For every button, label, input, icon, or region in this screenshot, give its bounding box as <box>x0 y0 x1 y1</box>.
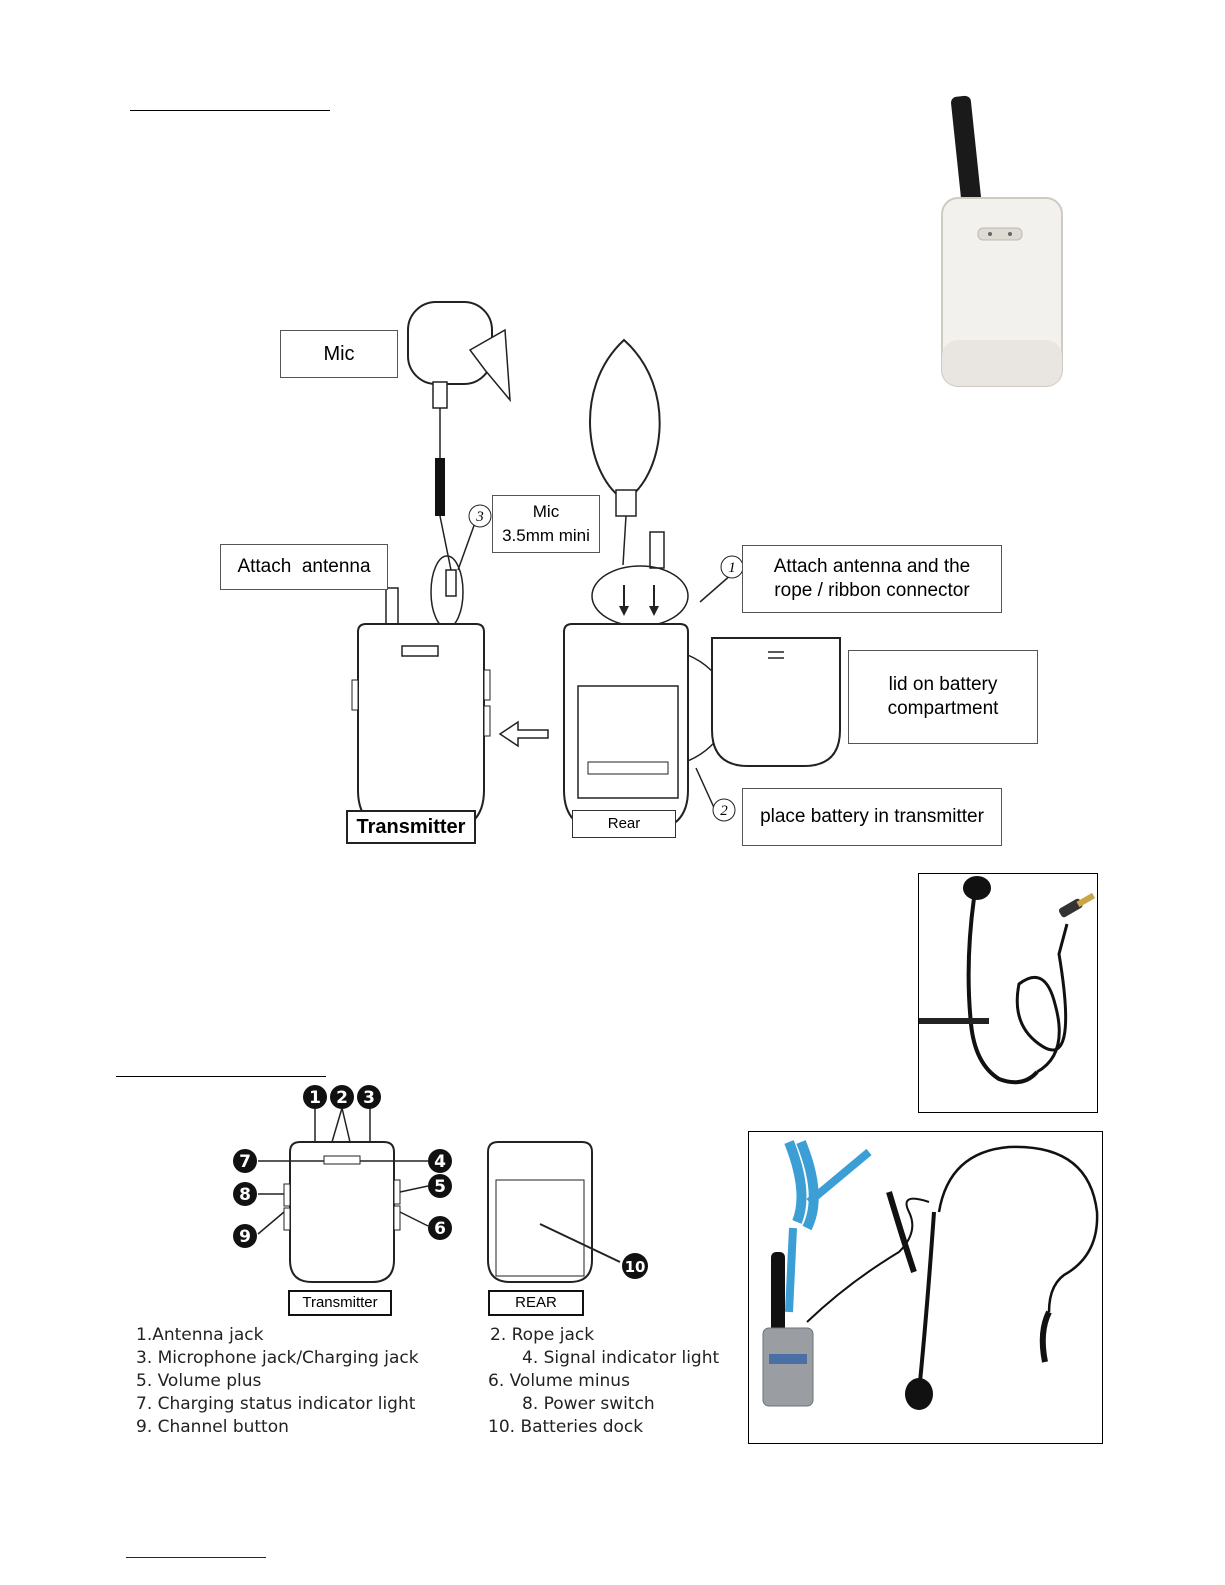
parts-diagram: 1 2 3 4 5 6 7 8 9 10 <box>233 1085 648 1283</box>
mic-label: Mic <box>280 330 398 378</box>
parts-transmitter-caption: Transmitter <box>288 1290 392 1316</box>
marker-9: 9 <box>239 1227 251 1247</box>
parts-rear-caption: REAR <box>488 1290 584 1316</box>
legend-right-3: 6. Volume minus <box>488 1371 630 1391</box>
mic-jack-label: Mic 3.5mm mini <box>492 495 600 553</box>
legend-right-5: 10. Batteries dock <box>488 1417 644 1437</box>
transmitter-front-illustration <box>351 623 491 831</box>
step-number-2: 2 <box>720 803 728 819</box>
rear-label: Rear <box>572 810 676 838</box>
earset-mic-photo <box>919 876 1096 1085</box>
transmitter-photo <box>941 95 1063 387</box>
marker-5: 5 <box>434 1177 446 1197</box>
place-battery-label: place battery in transmitter <box>742 788 1002 846</box>
legend-left-2: 3. Microphone jack/Charging jack <box>136 1348 419 1368</box>
marker-3: 3 <box>363 1088 375 1108</box>
assembly-diagram: 1 2 3 <box>351 301 841 831</box>
marker-7: 7 <box>239 1152 251 1172</box>
attach-antenna-label: Attach antenna <box>220 544 388 590</box>
headset-photo-frame <box>748 1131 1103 1444</box>
top-rule <box>130 110 330 111</box>
marker-1: 1 <box>309 1088 321 1108</box>
battery-lid-label: lid on battery compartment <box>848 650 1038 744</box>
legend-right-4: 8. Power switch <box>522 1394 655 1414</box>
legend-left-1: 1.Antenna jack <box>136 1325 264 1345</box>
marker-6: 6 <box>434 1219 446 1239</box>
headset-photo <box>762 1140 1099 1410</box>
marker-8: 8 <box>239 1185 251 1205</box>
legend-left-4: 7. Charging status indicator light <box>136 1394 416 1414</box>
section-rule <box>116 1076 326 1077</box>
step-number-3: 3 <box>475 509 484 525</box>
marker-10: 10 <box>625 1258 646 1276</box>
legend-left-3: 5. Volume plus <box>136 1371 262 1391</box>
lapel-mic-illustration <box>407 301 511 597</box>
attach-antenna-rope-label: Attach antenna and the rope / ribbon con… <box>742 545 1002 613</box>
step-number-1: 1 <box>728 560 736 576</box>
legend-right-2: 4. Signal indicator light <box>522 1348 720 1368</box>
legend-right-1: 2. Rope jack <box>490 1325 595 1345</box>
transmitter-rear-illustration <box>563 623 689 831</box>
parts-rear-illustration <box>487 1141 621 1283</box>
marker-4: 4 <box>434 1152 446 1172</box>
marker-2: 2 <box>336 1088 348 1108</box>
parts-front-illustration <box>283 1141 401 1283</box>
footer-rule <box>126 1557 266 1558</box>
earset-mic-photo-frame <box>918 873 1098 1113</box>
legend-left-5: 9. Channel button <box>136 1417 289 1437</box>
transmitter-label: Transmitter <box>346 810 476 844</box>
